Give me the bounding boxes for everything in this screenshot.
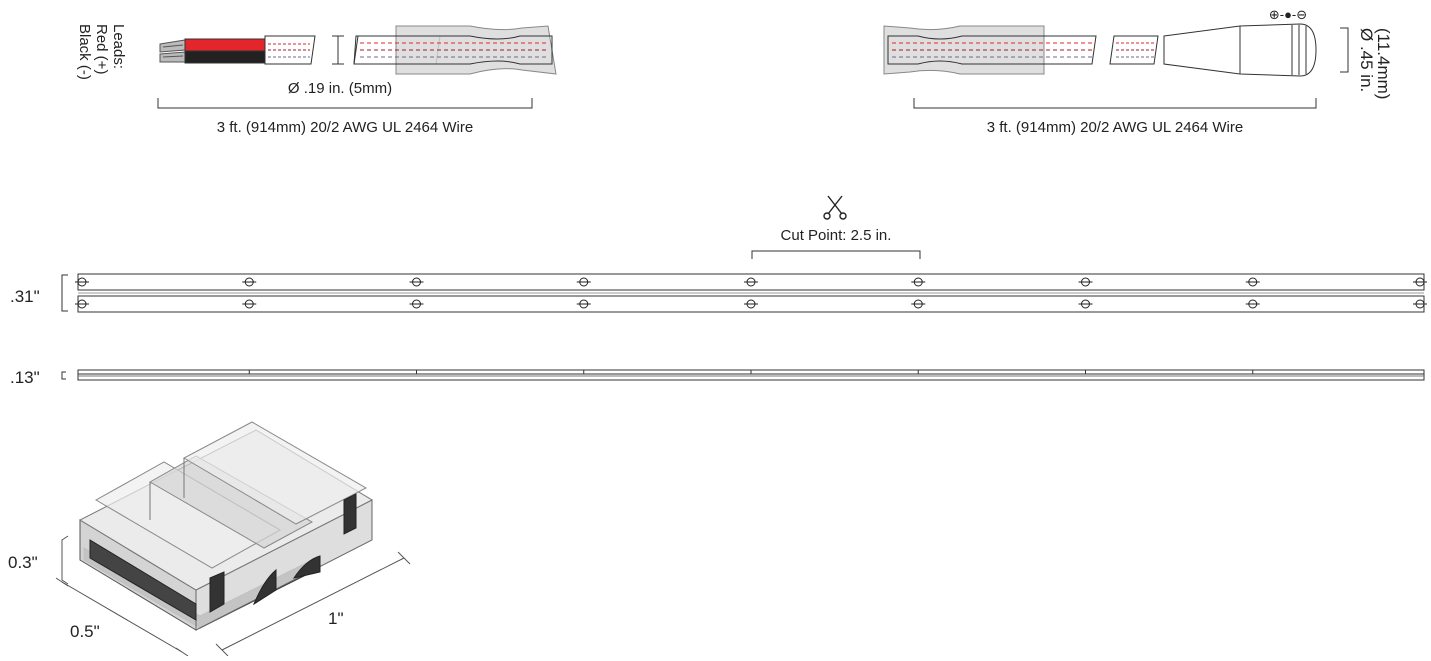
cut-pad-marker: [1245, 299, 1260, 309]
cut-pad-marker: [1078, 277, 1093, 287]
connector-width-dimension: [55, 577, 189, 657]
cut-pad-marker: [409, 277, 424, 287]
cut-pad-marker: [1413, 277, 1427, 287]
cut-pad-marker: [744, 277, 758, 287]
red-wire: [184, 38, 266, 52]
leads-legend: Leads: Red (+) Black (-): [76, 24, 127, 80]
plug-diameter-bracket: [1340, 27, 1349, 73]
strip-width-label: .31": [10, 287, 40, 306]
snap-connector: [78, 421, 374, 631]
cut-point-label: Cut Point: 2.5 in.: [781, 227, 892, 244]
connector-width-label: 0.5": [70, 622, 100, 641]
left-cable-length-label: 3 ft. (914mm) 20/2 AWG UL 2464 Wire: [217, 119, 473, 136]
cut-pad-marker: [75, 299, 89, 309]
connector-length-dimension: [215, 551, 411, 657]
left-cable-diameter-label: Ø .19 in. (5mm): [288, 80, 392, 97]
cut-pad-marker: [409, 299, 424, 309]
cut-pad-marker: [242, 277, 257, 287]
cut-pad-marker: [1245, 277, 1260, 287]
wire-leads: [159, 35, 316, 65]
left-length-bracket: [157, 98, 533, 109]
connector-height-label: 0.3": [8, 553, 38, 572]
strip-height-bracket: [61, 371, 66, 380]
cut-pad-marker: [75, 277, 89, 287]
right-length-bracket: [913, 98, 1317, 109]
cable-diameter-marker: [332, 35, 344, 65]
strip-height-label: .13": [10, 368, 40, 387]
left-cable-body: [353, 25, 557, 75]
connector-length-label: 1": [328, 609, 344, 628]
cut-markers: [75, 277, 1427, 309]
leads-label-line2: Red (+): [93, 24, 110, 74]
leads-label-line3: Black (-): [76, 24, 93, 80]
scissors-icon: [823, 195, 847, 220]
plug-diameter-line1: Ø .45 in.: [1357, 28, 1376, 92]
cut-point-bracket: [751, 250, 921, 259]
cut-pad-marker: [911, 299, 926, 309]
polarity-symbol: ⊕-●-⊖: [1269, 7, 1307, 22]
cut-pad-marker: [744, 299, 758, 309]
cut-pad-marker: [911, 277, 926, 287]
plug-diameter-line2: (11.4mm): [1374, 28, 1393, 99]
dc-barrel-plug: [1163, 23, 1317, 77]
side-segment-marks: [248, 370, 1254, 374]
black-wire: [184, 50, 266, 64]
cut-pad-marker: [576, 299, 591, 309]
cut-pad-marker: [1413, 299, 1427, 309]
right-cable-body: [883, 25, 1159, 75]
leads-label-line1: Leads:: [110, 24, 127, 69]
right-cable-length-label: 3 ft. (914mm) 20/2 AWG UL 2464 Wire: [987, 119, 1243, 136]
connector-height-bracket: [61, 535, 69, 585]
strip-width-bracket: [61, 274, 68, 312]
cut-pad-marker: [242, 299, 257, 309]
cut-pad-marker: [1078, 299, 1093, 309]
cut-pad-marker: [576, 277, 591, 287]
